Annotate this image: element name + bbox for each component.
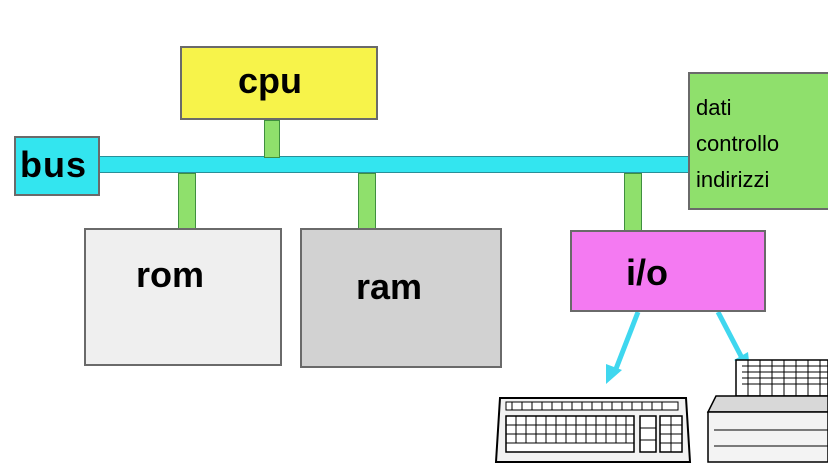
bus-type-data: dati bbox=[696, 95, 732, 120]
ram-label: ram bbox=[356, 266, 423, 307]
rom-bus-connector bbox=[178, 173, 196, 229]
io-label: i/o bbox=[626, 252, 668, 293]
bus-box bbox=[14, 136, 100, 196]
cpu-bus-connector bbox=[264, 120, 280, 158]
bus-type-control: controllo bbox=[696, 131, 780, 156]
rom-box bbox=[84, 228, 282, 366]
bus-type-address: indirizzi bbox=[696, 167, 770, 192]
io-to-keyboard-arrow bbox=[606, 311, 641, 384]
bus-types-box bbox=[688, 72, 828, 210]
printer-icon bbox=[706, 359, 828, 463]
keyboard-icon bbox=[494, 397, 692, 463]
ram-bus-connector bbox=[358, 173, 376, 229]
bus-types-list: dati controllo indirizzi bbox=[696, 90, 779, 198]
rom-label: rom bbox=[136, 254, 205, 295]
io-box bbox=[570, 230, 766, 312]
cpu-box bbox=[180, 46, 378, 120]
bus-line bbox=[96, 156, 786, 173]
cpu-label: cpu bbox=[238, 60, 303, 101]
ram-box bbox=[300, 228, 502, 368]
bus-label: bus bbox=[20, 144, 88, 185]
io-bus-connector bbox=[624, 173, 642, 231]
